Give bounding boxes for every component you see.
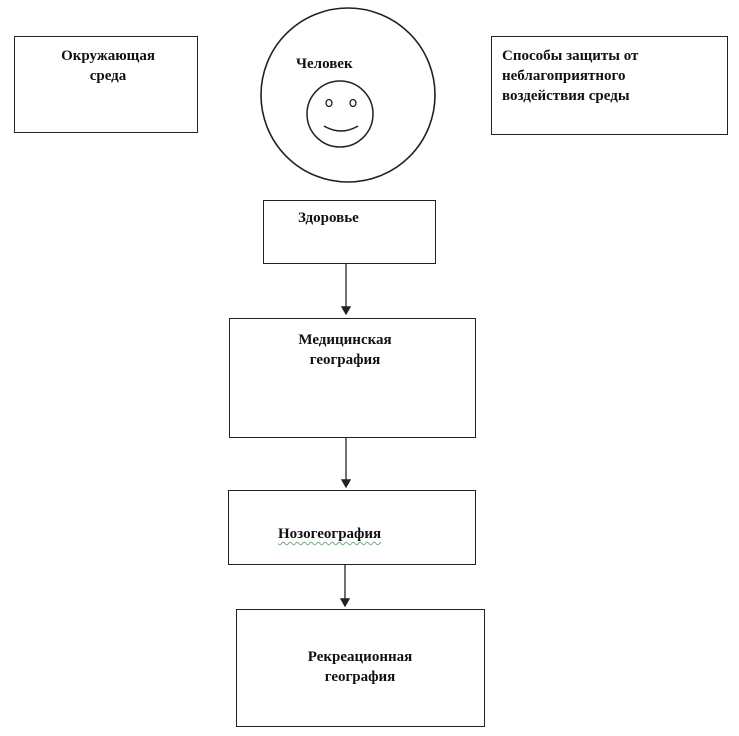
nosogeography-box [228,490,476,565]
environment-label: Окружающая среда [61,48,155,84]
medical-geography-label: Медицинская география [298,332,392,368]
human-label: Человек [296,56,353,72]
protection-box [491,36,728,135]
health-box [263,200,436,264]
recreation-geography-label: Рекреационная география [307,649,413,685]
health-label: Здоровье [298,210,359,226]
smiley-face-icon [306,80,374,148]
medical-geography-box [229,318,476,438]
environment-box [14,36,198,133]
nosogeography-label: Нозогеография [278,526,382,542]
recreation-geography-box [236,609,485,727]
protection-label: Способы защиты от неблагоприятного возде… [502,48,639,104]
human-circle [260,7,436,183]
